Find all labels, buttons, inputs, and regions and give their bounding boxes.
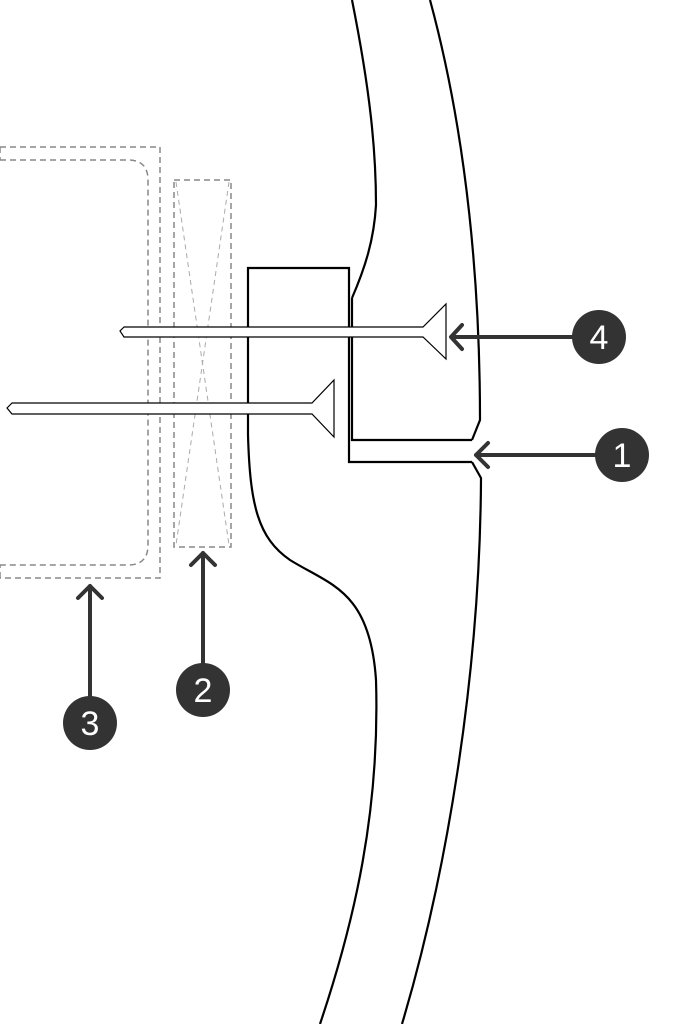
dashed-spacer-cross xyxy=(175,181,230,546)
dashed-spacer xyxy=(173,179,232,548)
arrow-3 xyxy=(76,584,104,699)
screw-lower xyxy=(6,378,335,439)
callout-2: 2 xyxy=(176,663,230,717)
callout-3-label: 3 xyxy=(81,705,100,743)
notch-inner xyxy=(350,298,472,442)
callout-4-label: 4 xyxy=(590,319,609,357)
callout-2-label: 2 xyxy=(194,672,213,710)
arrow-4 xyxy=(449,323,576,351)
arrow-1 xyxy=(474,441,598,469)
dashed-housing-outer xyxy=(0,146,161,579)
callout-4: 4 xyxy=(572,310,626,364)
dashed-housing-inner xyxy=(0,159,149,566)
callout-3: 3 xyxy=(63,696,117,750)
screw-upper xyxy=(119,302,447,361)
callout-1: 1 xyxy=(595,428,649,482)
panel-inner-edge-upper xyxy=(350,0,378,299)
mount-bracket xyxy=(246,266,472,1024)
panel-outer-edge-lower xyxy=(400,461,483,1024)
callout-1-label: 1 xyxy=(613,437,632,475)
arrow-2 xyxy=(189,551,217,666)
panel-outer-edge xyxy=(428,0,482,441)
